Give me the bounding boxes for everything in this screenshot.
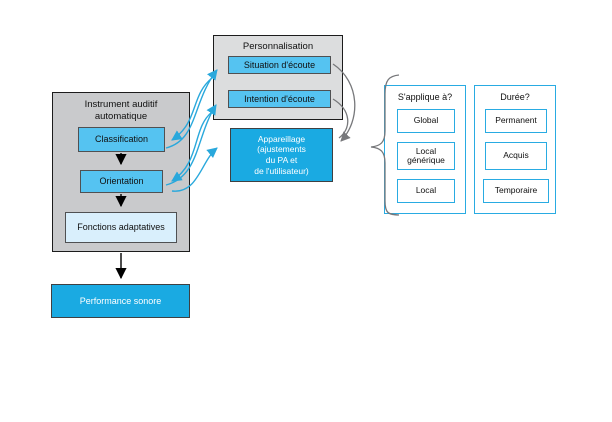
option-permanent: Permanent: [485, 109, 547, 133]
box-classification: Classification: [78, 127, 165, 152]
box-fonctions-adaptatives: Fonctions adaptatives: [65, 212, 177, 243]
panel-personnalisation-title: Personnalisation: [242, 41, 314, 52]
box-orientation: Orientation: [80, 170, 163, 193]
option-temporaire: Temporaire: [483, 179, 549, 203]
appareillage-line: de l'utilisateur): [254, 165, 309, 176]
appareillage-line: (ajustements: [257, 144, 306, 155]
option-local: Local: [397, 179, 455, 203]
panel-duration-title: Durée?: [500, 92, 530, 102]
panel-duration: Durée? Permanent Acquis Temporaire: [474, 85, 556, 214]
panel-automatic-instrument-title: Instrument auditif automatique: [84, 99, 158, 122]
box-performance-sonore: Performance sonore: [51, 284, 190, 318]
option-local-generique: Local générique: [397, 142, 455, 170]
option-global: Global: [397, 109, 455, 133]
box-appareillage: Appareillage (ajustements du PA et de l'…: [230, 128, 333, 182]
box-intention-ecoute: Intention d'écoute: [228, 90, 331, 108]
box-situation-ecoute: Situation d'écoute: [228, 56, 331, 74]
panel-scope-title: S'applique à?: [397, 92, 453, 102]
appareillage-line: Appareillage: [257, 133, 306, 144]
option-acquis: Acquis: [485, 142, 547, 170]
appareillage-line: du PA et: [265, 155, 298, 165]
panel-scope: S'applique à? Global Local générique Loc…: [384, 85, 466, 214]
